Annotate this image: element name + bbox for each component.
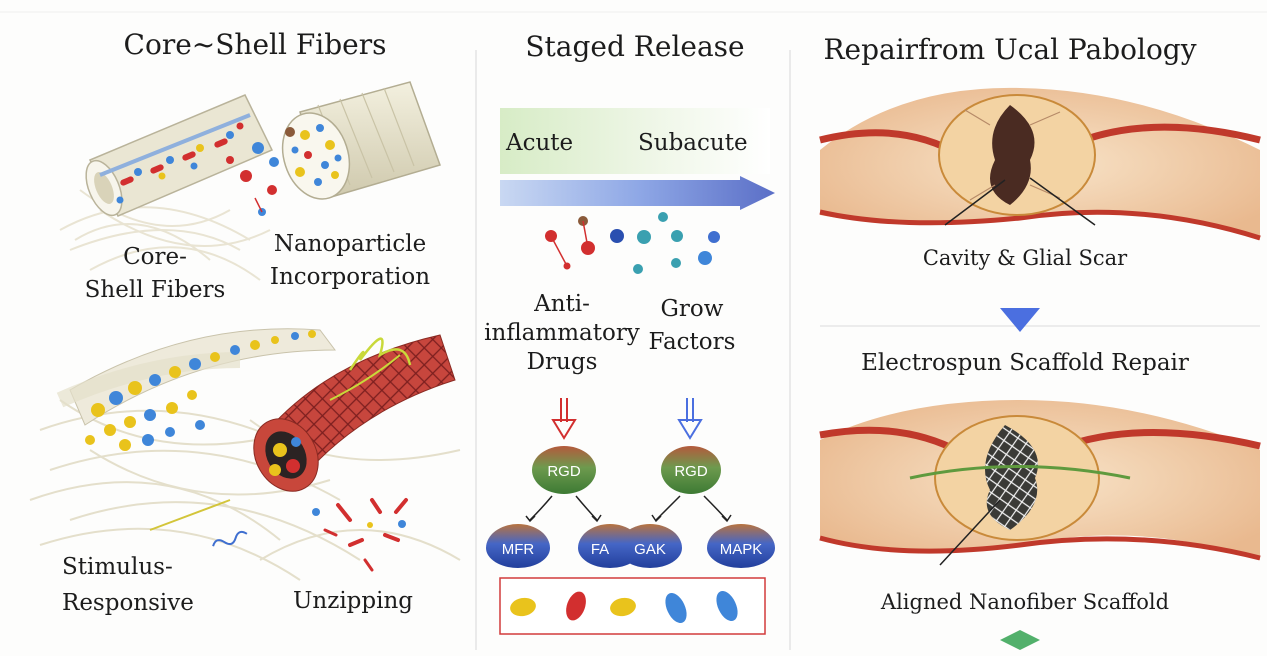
capsules xyxy=(510,591,738,623)
blue-down-arrow xyxy=(677,398,703,440)
svg-text:GAK: GAK xyxy=(634,541,666,558)
panel-title-release: Staged Release xyxy=(525,30,745,63)
panel-title-fibers: Core~Shell Fibers xyxy=(123,28,387,61)
label-anti-inflammatory-drugs: Anti- inflammatory Drugs xyxy=(484,291,640,375)
label-growth-factors: Grow Factors xyxy=(648,296,736,355)
pathway-pill-mfr: MFR xyxy=(486,524,550,568)
subtitle-scaffold-repair: Electrospun Scaffold Repair xyxy=(861,350,1189,376)
label-nanoparticle-incorporation: Nanoparticle Incorporation xyxy=(269,231,431,290)
down-arrow-blue xyxy=(1000,308,1040,332)
bottom-green-marker xyxy=(1000,630,1040,650)
rgd-ligand-left: RGD xyxy=(532,446,596,494)
svg-text:FA: FA xyxy=(591,541,609,558)
pathway-pill-gak: GAK xyxy=(618,524,682,568)
timeline-arrow xyxy=(500,176,775,210)
caption-cavity-glial-scar: Cavity & Glial Scar xyxy=(922,246,1128,270)
label-stimulus-responsive: Stimulus- Responsive xyxy=(62,554,194,616)
panel-title-repair: Repairfrom Ucal Pabology xyxy=(823,33,1197,66)
pathway-pill-mapk: MAPK xyxy=(707,524,775,568)
label-core-shell-fibers: Core- Shell Fibers xyxy=(84,244,226,303)
phase-band xyxy=(500,108,770,174)
rgd-label-left: RGD xyxy=(547,463,581,480)
stimulus-fiber-illustration xyxy=(56,328,336,547)
label-unzipping: Unzipping xyxy=(293,588,414,614)
pathway-arrows xyxy=(525,495,732,523)
phase-acute: Acute xyxy=(506,130,574,156)
rgd-ligand-right: RGD xyxy=(661,446,721,494)
svg-text:MFR: MFR xyxy=(502,541,535,558)
drug-molecules xyxy=(545,212,720,274)
red-down-arrow xyxy=(551,398,577,440)
core-shell-fiber-illustration xyxy=(85,94,274,217)
released-particles xyxy=(226,142,279,216)
caption-aligned-nanofiber-scaffold: Aligned Nanofiber Scaffold xyxy=(880,590,1170,614)
rgd-label-right: RGD xyxy=(674,463,708,480)
spinal-section-cavity xyxy=(819,87,1261,241)
unzipping-fiber-illustration xyxy=(253,334,456,492)
burst-fragments xyxy=(312,498,408,572)
phase-subacute: Subacute xyxy=(638,130,748,156)
nanoparticle-cylinder-illustration xyxy=(281,81,441,200)
spinal-section-scaffold xyxy=(819,400,1261,566)
svg-text:MAPK: MAPK xyxy=(720,541,763,558)
